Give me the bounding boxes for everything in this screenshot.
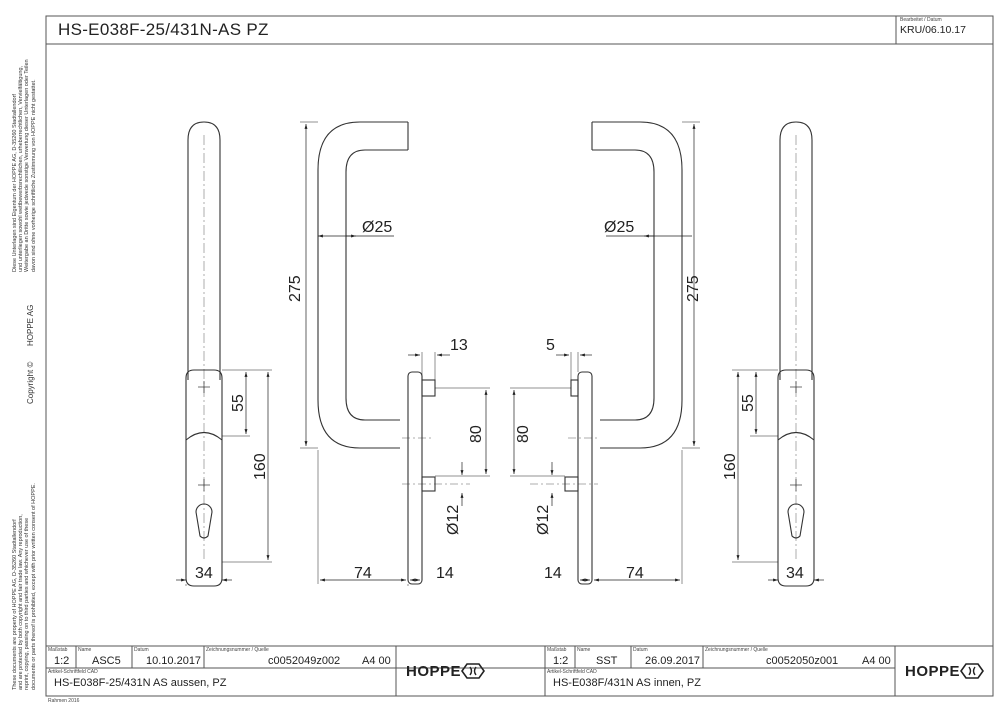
copyright-notice-de: Diese Unterlagen sind Eigentum der HOPPE… [12,59,37,272]
dim-d25-left: Ø25 [362,219,392,236]
hoppe-emblem-icon [960,663,984,679]
dim-80-right: 80 [515,425,532,443]
left-handle-front-view [185,121,223,587]
hoppe-logo: HOPPE [406,663,485,680]
format-value: A4 00 [862,655,891,667]
frame-label: Rahmen 2016 [48,698,80,704]
article-label: Artikel-Schriftfeld CAD [547,669,597,675]
revised-label: Bearbeitet / Datum [900,17,942,23]
drawing-number-label: Zeichnungsnummer / Quelle [705,647,768,653]
scale-label: Maßstab [547,647,567,653]
scale-value: 1:2 [54,655,70,667]
revised-value: KRU/06.10.17 [900,24,966,36]
company-name: HOPPE AG [26,304,35,346]
right-handle-front-view [777,121,815,587]
dim-275-left: 275 [287,275,304,302]
drawing-frame [45,15,994,697]
format-value: A4 00 [362,655,391,667]
dim-160-left: 160 [252,453,269,480]
article-value: HS-E038F/431N AS innen, PZ [553,677,701,689]
date-value: 10.10.2017 [146,655,202,667]
drawing-number-label: Zeichnungsnummer / Quelle [206,647,269,653]
drawing-number-value: c0052049z002 [268,655,341,667]
copyright-label: Copyright © [26,361,35,404]
dim-74-left: 74 [354,565,372,582]
drawing-title: HS-E038F-25/431N-AS PZ [58,20,269,39]
copyright-notice-en: These documents are property of HOPPE AG… [12,483,37,690]
dim-160-right: 160 [722,453,739,480]
name-value: ASC5 [92,655,121,667]
dim-5: 5 [546,337,555,354]
dim-d25-right: Ø25 [604,219,634,236]
date-value: 26.09.2017 [645,655,701,667]
drawing-number-value: c0052050z001 [766,655,839,667]
right-lever-side-view [530,121,683,585]
date-label: Datum [633,647,648,653]
dim-34-right: 34 [786,565,804,582]
article-label: Artikel-Schriftfeld CAD [48,669,98,675]
article-value: HS-E038F-25/431N AS aussen, PZ [54,677,227,689]
dim-d12-left: Ø12 [445,505,462,535]
date-label: Datum [134,647,149,653]
dim-80-left: 80 [468,425,485,443]
name-value: SST [596,655,618,667]
dim-55-right: 55 [740,394,757,412]
dim-14-right: 14 [544,565,562,582]
hoppe-emblem-icon [461,663,485,679]
dim-275-right: 275 [685,275,702,302]
dim-34-left: 34 [195,565,213,582]
dimension-lines [176,121,824,586]
dim-55-left: 55 [230,394,247,412]
dim-13: 13 [450,337,468,354]
dim-d12-right: Ø12 [535,505,552,535]
name-label: Name [78,647,92,653]
scale-value: 1:2 [553,655,569,667]
scale-label: Maßstab [48,647,68,653]
dim-14-left: 14 [436,565,454,582]
dim-74-right: 74 [626,565,644,582]
hoppe-logo: HOPPE [905,663,984,680]
name-label: Name [577,647,591,653]
